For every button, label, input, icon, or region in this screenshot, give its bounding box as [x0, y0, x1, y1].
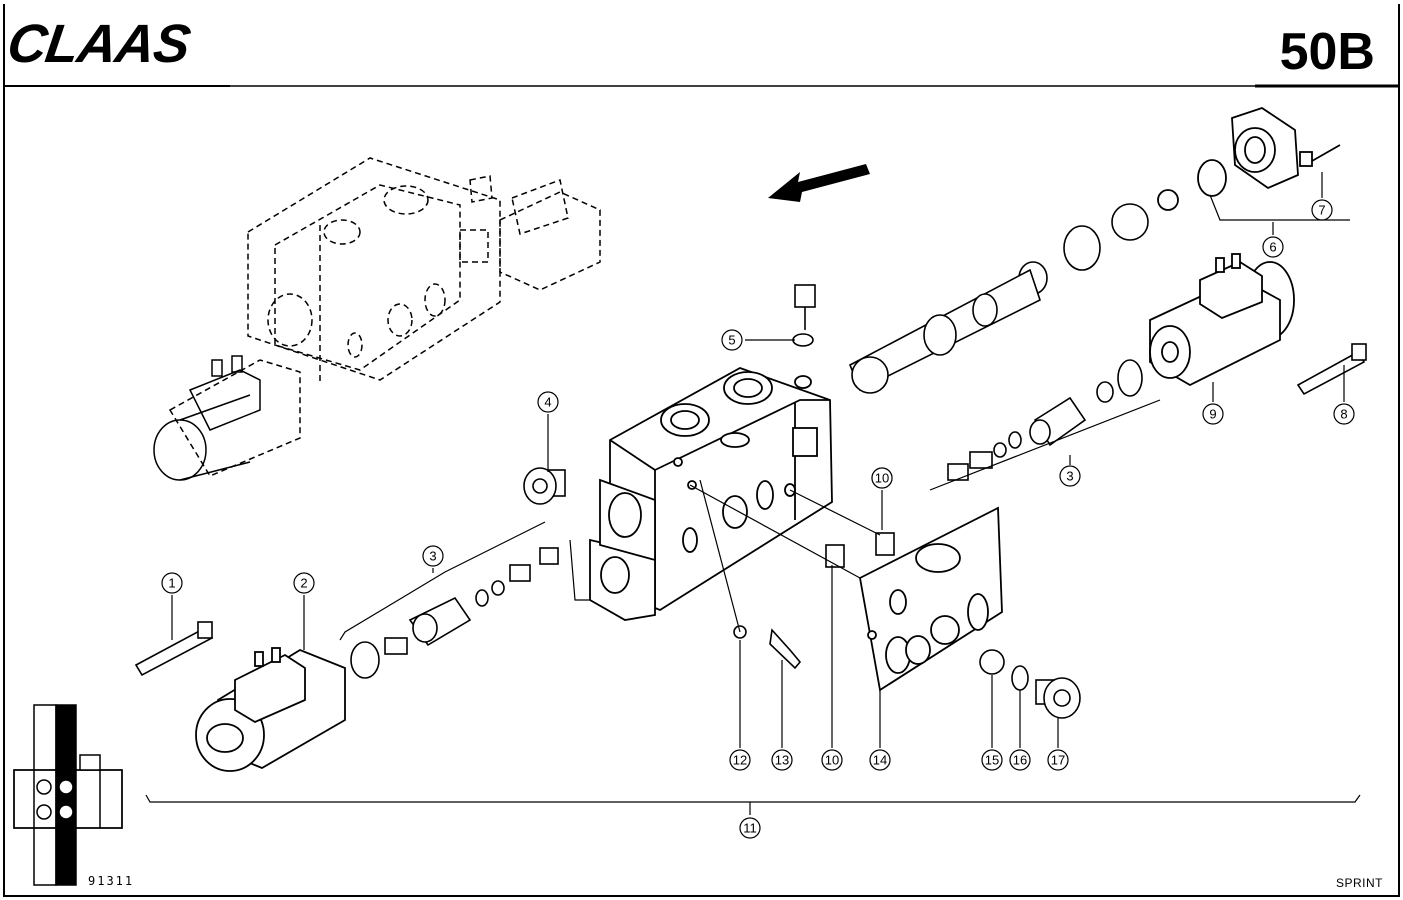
solenoid-right [1149, 253, 1295, 387]
locator-thumbnail-icon [13, 704, 123, 886]
cover-plate-assembly [1157, 107, 1341, 211]
callout-10a: 10 [875, 471, 889, 486]
plug-4 [523, 467, 566, 505]
bolt-8 [1296, 343, 1367, 396]
bolt-1 [134, 621, 214, 677]
spool-stack-right [947, 359, 1143, 481]
callout-3a: 3 [429, 549, 436, 564]
ball-seal-plug [979, 649, 1081, 719]
callout-16: 16 [1013, 753, 1027, 768]
callout-17: 17 [1051, 753, 1065, 768]
page-frame [3, 4, 1400, 897]
callout-15: 15 [985, 753, 999, 768]
phantom-valve-assembly [168, 157, 601, 477]
callout-8: 8 [1340, 407, 1347, 422]
spool-stack-upper [848, 203, 1149, 394]
callout-6: 6 [1269, 240, 1276, 255]
callout-4: 4 [544, 395, 551, 410]
callout-7: 7 [1318, 203, 1325, 218]
callout-3b: 3 [1066, 469, 1073, 484]
direction-arrow-icon [768, 164, 870, 202]
callout-12: 12 [733, 753, 747, 768]
callout-13: 13 [775, 753, 789, 768]
callout-1: 1 [168, 576, 175, 591]
bolt-washer-5 [792, 284, 816, 347]
callout-9: 9 [1209, 407, 1216, 422]
callout-14: 14 [873, 753, 887, 768]
spool-stack-left [350, 547, 559, 679]
page-code: 50B [1279, 23, 1375, 81]
leader-lines [145, 172, 1361, 815]
callout-10c: 10 [825, 753, 839, 768]
solenoid-left [195, 647, 346, 772]
valve-body [589, 367, 833, 621]
model-name: SPRINT [1335, 876, 1383, 890]
callout-markers [161, 199, 1355, 839]
callout-labels: 1 2 3 3 4 5 6 7 8 9 10 11 12 13 10 14 15… [168, 203, 1347, 836]
callout-2: 2 [300, 576, 307, 591]
gasket-plate [858, 506, 1003, 692]
callout-5: 5 [728, 333, 735, 348]
callout-11: 11 [743, 821, 757, 836]
phantom-solenoid [153, 355, 261, 481]
drawing-number: 91311 [88, 874, 135, 888]
